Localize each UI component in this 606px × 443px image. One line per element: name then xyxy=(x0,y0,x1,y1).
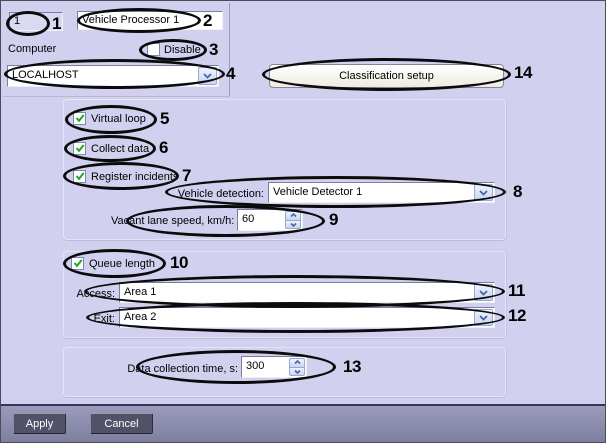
header-panel xyxy=(3,3,230,97)
disable-checkbox[interactable] xyxy=(147,43,160,56)
chevron-down-icon[interactable] xyxy=(474,184,493,201)
exit-value: Area 2 xyxy=(124,311,157,323)
callout-number-11: 11 xyxy=(508,281,525,300)
register-incidents-label: Register incidents xyxy=(91,171,179,183)
chevron-down-icon[interactable] xyxy=(474,284,493,301)
computer-label: Computer xyxy=(8,43,57,55)
computer-combo[interactable]: LOCALHOST xyxy=(7,65,219,87)
data-collection-group xyxy=(63,347,506,397)
name-field[interactable]: Vehicle Processor 1 xyxy=(77,11,223,30)
virtual-loop-checkbox[interactable] xyxy=(73,112,86,125)
id-value: 1 xyxy=(14,15,21,27)
callout-number-13: 13 xyxy=(343,357,361,376)
exit-label: Exit: xyxy=(93,313,115,325)
vehicle-detection-combo[interactable]: Vehicle Detector 1 xyxy=(268,182,495,203)
callout-number-6: 6 xyxy=(159,138,168,157)
collect-data-checkbox[interactable] xyxy=(73,142,86,155)
callout-number-10: 10 xyxy=(170,253,188,272)
queue-length-label: Queue length xyxy=(89,258,156,270)
cancel-label: Cancel xyxy=(104,418,139,430)
virtual-loop-label: Virtual loop xyxy=(91,113,146,125)
callout-number-9: 9 xyxy=(329,210,338,229)
spin-up-icon[interactable] xyxy=(289,358,305,368)
check-icon xyxy=(75,114,84,123)
callout-number-5: 5 xyxy=(160,109,169,128)
vehicle-detection-value: Vehicle Detector 1 xyxy=(273,186,363,198)
name-value: Vehicle Processor 1 xyxy=(82,14,180,26)
vacant-lane-speed-label: Vacant lane speed, km/h: xyxy=(111,215,235,227)
classification-setup-label: Classification setup xyxy=(339,70,434,82)
callout-number-4: 4 xyxy=(226,64,235,83)
queue-length-checkbox[interactable] xyxy=(71,257,84,270)
check-icon xyxy=(73,259,82,268)
vehicle-detection-label: Vehicle detection: xyxy=(177,188,264,200)
callout-number-8: 8 xyxy=(513,182,522,201)
data-collection-time-spinner[interactable]: 300 xyxy=(241,356,307,378)
collect-data-label: Collect data xyxy=(91,143,150,155)
vacant-lane-speed-spinner[interactable]: 60 xyxy=(237,209,303,231)
access-value: Area 1 xyxy=(124,286,157,298)
computer-combo-value: LOCALHOST xyxy=(12,69,79,81)
disable-label: Disable xyxy=(164,44,201,56)
access-combo[interactable]: Area 1 xyxy=(119,282,495,303)
footer-separator xyxy=(1,404,605,406)
spin-down-icon[interactable] xyxy=(289,367,305,376)
cancel-button[interactable]: Cancel xyxy=(90,413,153,434)
spin-up-icon[interactable] xyxy=(285,211,301,221)
callout-number-3: 3 xyxy=(209,40,218,59)
classification-setup-button[interactable]: Classification setup xyxy=(269,64,504,88)
callout-number-12: 12 xyxy=(508,306,526,325)
callout-number-2: 2 xyxy=(203,11,212,30)
data-collection-time-value: 300 xyxy=(246,360,265,372)
callout-number-7: 7 xyxy=(182,166,191,185)
check-icon xyxy=(75,172,84,181)
apply-button[interactable]: Apply xyxy=(13,413,66,434)
exit-combo[interactable]: Area 2 xyxy=(119,307,495,328)
queue-group xyxy=(63,251,506,338)
access-label: Access: xyxy=(76,288,115,300)
chevron-down-icon[interactable] xyxy=(474,309,493,326)
apply-label: Apply xyxy=(25,418,54,430)
register-incidents-checkbox[interactable] xyxy=(73,170,86,183)
spin-down-icon[interactable] xyxy=(285,220,301,229)
vacant-lane-speed-value: 60 xyxy=(242,213,255,225)
callout-number-14: 14 xyxy=(514,63,532,82)
callout-number-1: 1 xyxy=(52,14,61,33)
chevron-down-icon[interactable] xyxy=(198,67,217,85)
check-icon xyxy=(75,144,84,153)
data-collection-time-label: Data collection time, s: xyxy=(127,363,238,375)
